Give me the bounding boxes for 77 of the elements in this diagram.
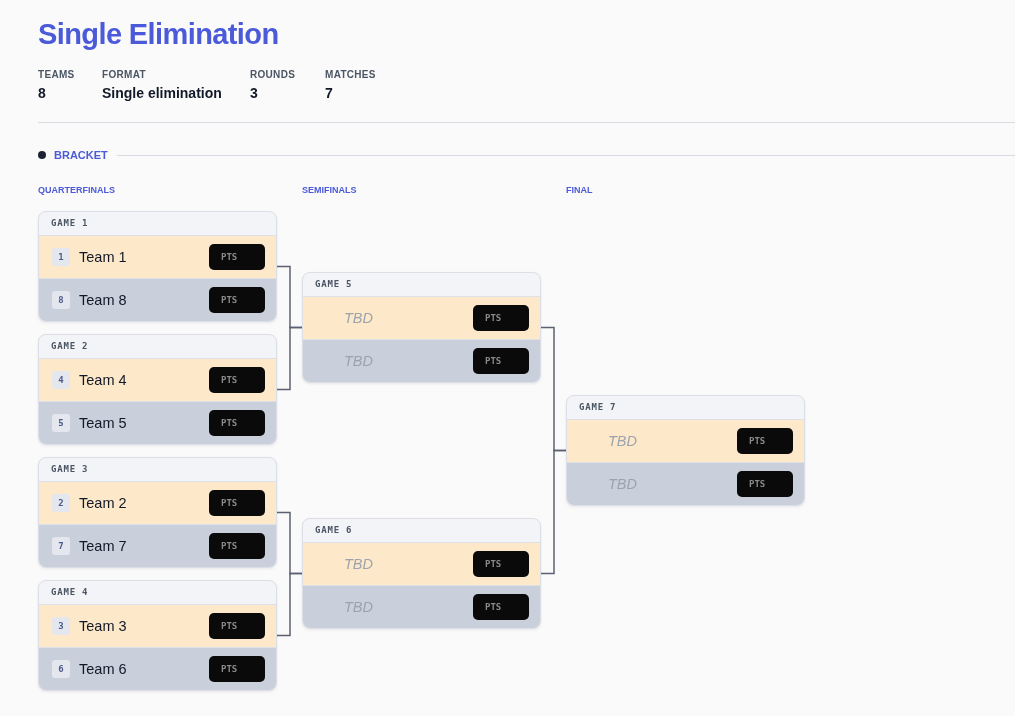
seed-number: 2 xyxy=(52,494,70,512)
stat-label: ROUNDS xyxy=(250,69,296,81)
match-heading: GAME 1 xyxy=(51,218,89,229)
team-row xyxy=(39,481,276,524)
section-heading: BRACKET xyxy=(54,149,108,162)
team-name: Team 7 xyxy=(79,537,127,555)
score-field: PTS xyxy=(209,533,265,559)
seed-number: 4 xyxy=(52,371,70,389)
team-row xyxy=(39,401,276,444)
bracket-line xyxy=(276,572,303,637)
score-field: PTS xyxy=(473,551,529,577)
team-name: TBD xyxy=(344,555,373,573)
seed-number: 5 xyxy=(52,414,70,432)
stat-value: 3 xyxy=(250,85,258,102)
match-heading: GAME 2 xyxy=(51,341,89,352)
team-name: TBD xyxy=(344,309,373,327)
team-name: TBD xyxy=(608,432,637,450)
team-row xyxy=(39,647,276,690)
team-name: Team 5 xyxy=(79,414,127,432)
seed-number: 7 xyxy=(52,537,70,555)
match-card xyxy=(38,457,277,568)
team-name: Team 2 xyxy=(79,494,127,512)
team-name: Team 1 xyxy=(79,248,127,266)
score-field: PTS xyxy=(209,244,265,270)
match-card xyxy=(302,518,541,629)
score-field: PTS xyxy=(737,428,793,454)
team-row xyxy=(39,358,276,401)
match-card xyxy=(38,211,277,322)
round-heading: QUARTERFINALS xyxy=(38,185,115,196)
stat-value: 7 xyxy=(325,85,333,102)
match-heading: GAME 3 xyxy=(51,464,89,475)
team-row xyxy=(567,419,804,462)
score-field: PTS xyxy=(209,287,265,313)
match-heading: GAME 4 xyxy=(51,587,89,598)
team-row xyxy=(39,604,276,647)
seed-number: 8 xyxy=(52,291,70,309)
round-heading: FINAL xyxy=(566,185,593,196)
team-name: Team 4 xyxy=(79,371,127,389)
team-row xyxy=(303,339,540,382)
team-row xyxy=(39,278,276,321)
score-field: PTS xyxy=(473,594,529,620)
team-row xyxy=(39,235,276,278)
round-heading: SEMIFINALS xyxy=(302,185,357,196)
team-row xyxy=(303,585,540,628)
seed-number: 3 xyxy=(52,617,70,635)
stat-label: TEAMS xyxy=(38,69,75,81)
stat-label: FORMAT xyxy=(102,69,146,81)
score-field: PTS xyxy=(473,305,529,331)
team-name: Team 8 xyxy=(79,291,127,309)
team-name: Team 3 xyxy=(79,617,127,635)
team-row xyxy=(303,542,540,585)
match-heading: GAME 7 xyxy=(579,402,617,413)
page-title: Single Elimination xyxy=(38,17,279,51)
score-field: PTS xyxy=(473,348,529,374)
stat-label: MATCHES xyxy=(325,69,376,81)
match-heading: GAME 5 xyxy=(315,279,353,290)
seed-number: 6 xyxy=(52,660,70,678)
match-card xyxy=(566,395,805,506)
team-row xyxy=(567,462,804,505)
team-row xyxy=(39,524,276,567)
score-field: PTS xyxy=(209,490,265,516)
score-field: PTS xyxy=(209,656,265,682)
bracket-line xyxy=(276,326,303,391)
seed-number: 1 xyxy=(52,248,70,266)
team-name: Team 6 xyxy=(79,660,127,678)
match-card xyxy=(38,580,277,691)
match-card xyxy=(302,272,541,383)
match-heading: GAME 6 xyxy=(315,525,353,536)
bracket-line xyxy=(540,449,567,575)
match-card xyxy=(38,334,277,445)
team-row xyxy=(303,296,540,339)
score-field: PTS xyxy=(209,410,265,436)
score-field: PTS xyxy=(209,367,265,393)
score-field: PTS xyxy=(737,471,793,497)
score-field: PTS xyxy=(209,613,265,639)
stat-value: Single elimination xyxy=(102,85,222,102)
stat-value: 8 xyxy=(38,85,46,102)
